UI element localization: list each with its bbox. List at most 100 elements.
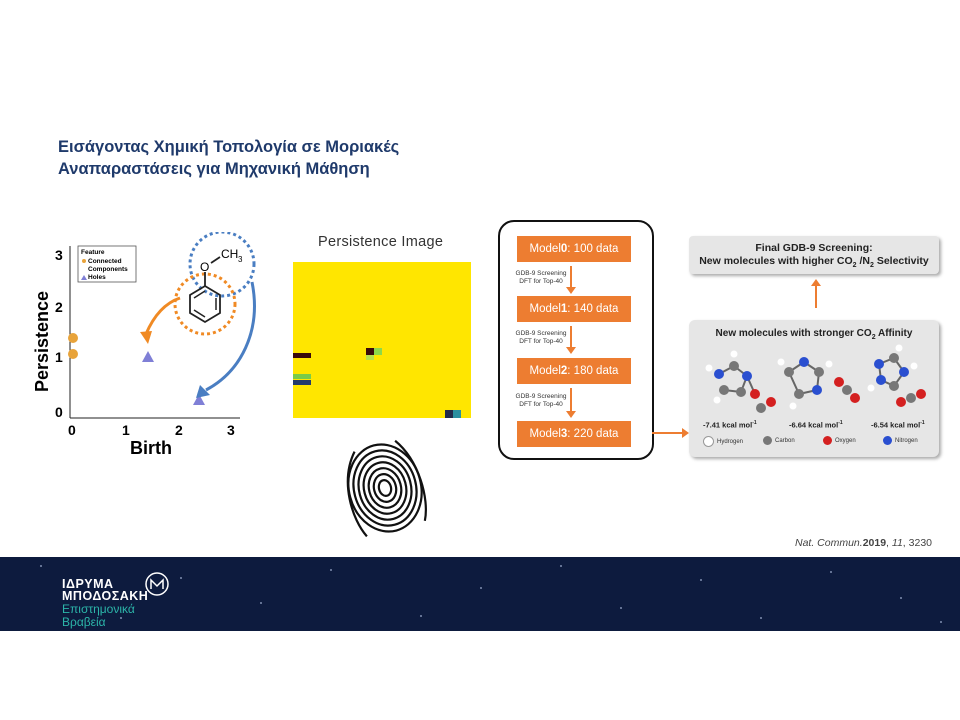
footer-line1: ΙΔΡΥΜΑ (62, 577, 114, 591)
affinity-title-text: Affinity (875, 328, 913, 339)
x-axis-label: Birth (130, 438, 172, 458)
up-arrow (811, 279, 821, 308)
persistence-image-title: Persistence Image (318, 234, 444, 250)
legend-connected-label: Connected (88, 258, 122, 265)
final-line2: New molecules with higher CO2 /N2 Select… (689, 255, 939, 272)
legend-label: Carbon (775, 437, 795, 444)
point-hole (142, 351, 154, 362)
methoxy-circle (188, 232, 256, 298)
citation-page: 3230 (908, 537, 932, 549)
energy-value: -6.64 kcal mol (789, 420, 839, 430)
step-line2: DFT for Top-40 (519, 338, 563, 345)
legend-connected-marker (82, 259, 86, 263)
ring-circle (173, 272, 237, 336)
footer-line2: ΜΠΟΔΟΣΑΚΗ (62, 589, 149, 603)
citation-journal: Nat. Commun. (795, 537, 863, 549)
pixel-teal (453, 410, 461, 418)
legend-label: Oxygen (835, 437, 856, 444)
nitrogen-icon (883, 436, 892, 445)
pixel-dark (293, 353, 311, 358)
model-number: 3 (560, 428, 568, 440)
orange-arrow (144, 296, 181, 335)
final-sub: 2 (870, 262, 874, 270)
foundation-logo-icon (145, 572, 169, 596)
hydrogen-icon (703, 436, 714, 447)
benzene-bond (193, 290, 206, 299)
model-number: 2 (560, 365, 568, 377)
model-label: Model (529, 428, 561, 440)
step-label: GDB-9 Screening DFT for Top-40 (506, 270, 576, 286)
model-label: Model (529, 243, 561, 255)
y-tick: 2 (55, 299, 63, 315)
step-line2: DFT for Top-40 (519, 401, 563, 408)
methyl-label: CH (221, 247, 238, 261)
step-line2: DFT for Top-40 (519, 278, 563, 285)
model-data: : 100 data (567, 243, 619, 255)
pixel-dark (445, 410, 453, 418)
y-tick: 1 (55, 349, 63, 365)
energy-unit-sup: -1 (838, 420, 843, 426)
model-workflow: Model 0: 100 data GDB-9 Screening DFT fo… (498, 220, 654, 460)
step-line1: GDB-9 Screening (515, 330, 567, 337)
model-label: Model (529, 365, 561, 377)
energy-unit-sup: -1 (752, 420, 757, 426)
affinity-title-text: New molecules with stronger CO (715, 328, 872, 339)
methyl-subscript: 3 (238, 255, 243, 264)
step-label: GDB-9 Screening DFT for Top-40 (506, 330, 576, 346)
pixel-green (366, 355, 374, 360)
persistence-image (293, 262, 471, 418)
down-arrow (566, 266, 576, 294)
energy-unit-sup: -1 (920, 420, 925, 426)
citation-year: 2019 (862, 537, 887, 549)
energy-label-1: -7.41 kcal mol-1 (703, 420, 757, 430)
final-text: New molecules with higher CO (699, 255, 853, 267)
legend-nitrogen: Nitrogen (883, 436, 918, 445)
point-connected (68, 349, 78, 359)
model-3-box: Model 3: 220 data (517, 421, 631, 447)
pixel-green (293, 374, 311, 379)
final-screening-box: Final GDB-9 Screening: New molecules wit… (689, 236, 939, 274)
right-arrow (652, 428, 689, 438)
citation-volume: 11 (891, 537, 903, 549)
legend-holes-label: Holes (88, 274, 106, 281)
footer-line4: Βραβεία (62, 615, 106, 629)
legend-label: Nitrogen (895, 437, 918, 444)
final-sub: 2 (852, 262, 857, 270)
final-text: /N (856, 255, 870, 267)
x-tick: 2 (175, 422, 183, 438)
energy-value: -6.54 kcal mol (871, 420, 921, 430)
legend-title: Feature (81, 249, 105, 256)
y-tick: 0 (55, 404, 63, 420)
legend-label: Hydrogen (717, 438, 744, 445)
y-tick: 3 (55, 247, 63, 263)
molecule-structures (705, 344, 926, 413)
model-data: : 140 data (567, 303, 619, 315)
model-0-box: Model 0: 100 data (517, 236, 631, 262)
affinity-title: New molecules with stronger CO2 Affinity (689, 328, 939, 341)
blue-arrowhead (196, 385, 210, 398)
fingerprint-icon (346, 439, 427, 538)
model-number: 0 (560, 243, 568, 255)
model-data: : 180 data (567, 365, 619, 377)
legend-box (77, 245, 137, 283)
citation: Nat. Commun.2019, 11, 3230 (795, 537, 932, 549)
molecule-1 (705, 350, 776, 413)
benzene-bond (193, 309, 206, 318)
methyl-bond (210, 256, 221, 264)
legend-hydrogen: Hydrogen (703, 436, 743, 447)
step-line1: GDB-9 Screening (515, 270, 567, 277)
blue-arrow (205, 281, 256, 392)
slide-title-line2: Αναπαραστάσεις για Μηχανική Μάθηση (58, 160, 370, 178)
model-1-box: Model 1: 140 data (517, 296, 631, 322)
legend-oxygen: Oxygen (823, 436, 856, 445)
oxygen-label: O (200, 260, 209, 274)
orange-arrowhead (140, 331, 152, 344)
slide-title: Εισάγοντας Χημική Τοπολογία σε Μοριακές … (58, 136, 399, 180)
pixel-green (374, 348, 382, 355)
model-number: 1 (560, 303, 568, 315)
oxygen-icon (823, 436, 832, 445)
x-tick: 3 (227, 422, 235, 438)
carbon-icon (763, 436, 772, 445)
model-2-box: Model 2: 180 data (517, 358, 631, 384)
molecule-3 (867, 344, 926, 407)
